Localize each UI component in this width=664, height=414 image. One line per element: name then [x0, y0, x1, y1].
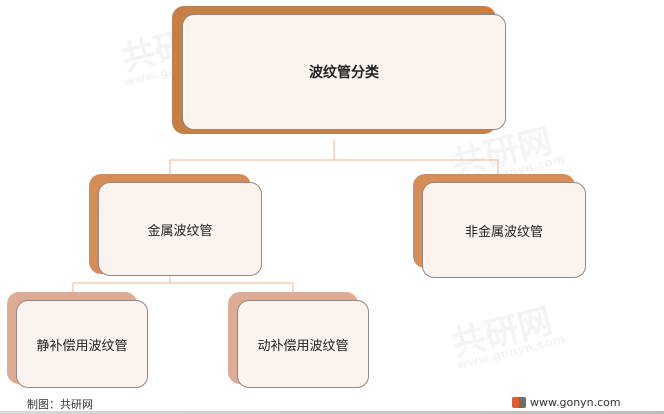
- node-nonmetal-label: 非金属波纹管: [464, 224, 543, 240]
- node-metal-box: 金属波纹管: [98, 182, 262, 276]
- source-caption: 制图：共研网: [27, 398, 93, 411]
- node-metal-label: 金属波纹管: [147, 223, 213, 239]
- node-root-box: 波纹管分类: [182, 14, 506, 130]
- node-dynamic-box: 动补偿用波纹管: [237, 300, 369, 388]
- site-url: www.gonyn.com: [530, 396, 621, 409]
- node-root-label: 波纹管分类: [309, 65, 379, 81]
- node-nonmetal-box: 非金属波纹管: [422, 182, 586, 278]
- gonyn-logo-icon: [512, 397, 526, 408]
- node-dynamic-label: 动补偿用波纹管: [257, 338, 349, 354]
- node-static-label: 静补偿用波纹管: [36, 338, 128, 354]
- site-credit: www.gonyn.com: [512, 396, 621, 409]
- bottom-rule: [0, 411, 664, 414]
- node-static-box: 静补偿用波纹管: [16, 300, 148, 388]
